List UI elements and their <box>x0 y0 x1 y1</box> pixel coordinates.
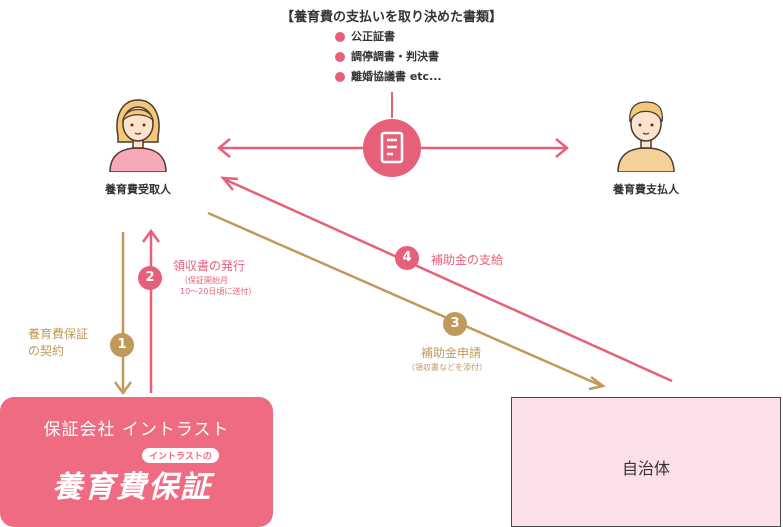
step4-label: 補助金の支給 <box>431 253 504 267</box>
documents-list-item: 調停調書・判決書 <box>335 50 442 70</box>
step2-badge: 2 <box>138 266 162 290</box>
company-logo-subtitle: イントラストの <box>142 448 219 463</box>
step1-badge: 1 <box>110 333 134 357</box>
step3-label: 補助金申請 <box>421 346 482 360</box>
bullet-icon <box>335 52 345 62</box>
company-box <box>0 397 273 527</box>
man-avatar-icon <box>617 101 675 172</box>
municipality-box <box>511 397 781 527</box>
step2-label: 領収書の発行 <box>173 259 246 273</box>
step4-badge: 4 <box>395 246 419 270</box>
payer-label: 養育費支払人 <box>613 183 679 196</box>
documents-list: 公正証書 調停調書・判決書 離婚協議書 etc... <box>335 30 442 90</box>
document-icon <box>363 119 421 177</box>
step1-label: 養育費保証 の契約 <box>28 327 89 358</box>
step3-arrow <box>207 211 603 388</box>
documents-title: 【養育費の支払いを取り決めた書類】 <box>280 10 502 25</box>
step2-note: （保証開始月 10〜20日頃に送付） <box>180 276 257 296</box>
recipient-label: 養育費受取人 <box>105 183 171 196</box>
company-logo: 養育費保証 <box>52 470 212 505</box>
woman-avatar-icon <box>109 99 167 172</box>
company-name: 保証会社 イントラスト <box>43 420 230 440</box>
documents-list-item: 公正証書 <box>335 30 442 50</box>
bullet-icon <box>335 72 345 82</box>
bullet-icon <box>335 32 345 42</box>
documents-list-item: 離婚協議書 etc... <box>335 70 442 90</box>
municipality-name: 自治体 <box>621 459 670 478</box>
step3-note: （領収書などを添付） <box>407 363 487 372</box>
step3-badge: 3 <box>443 312 467 336</box>
step4-arrow <box>223 177 673 383</box>
